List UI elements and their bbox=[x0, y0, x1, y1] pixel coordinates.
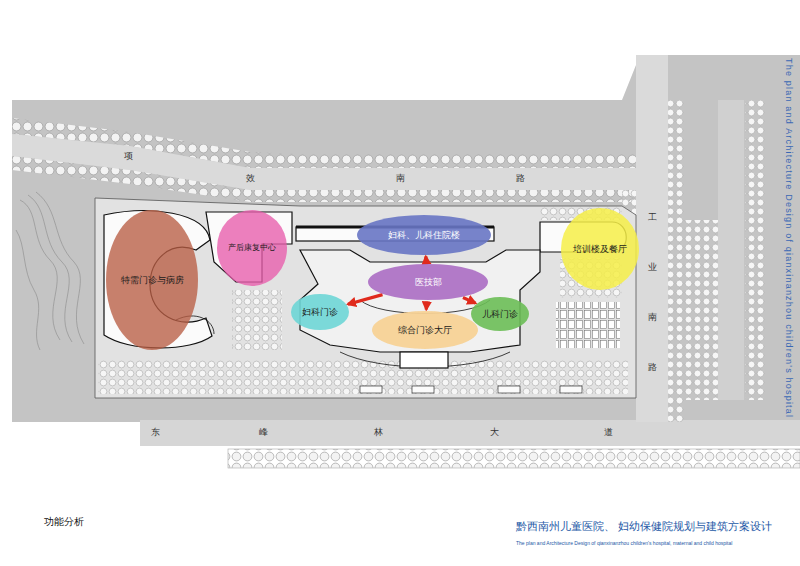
flow-arrow bbox=[463, 298, 476, 304]
road-name: 峰 bbox=[259, 428, 268, 438]
road-name: 东 bbox=[151, 428, 160, 438]
flow-arrow bbox=[425, 301, 429, 309]
function-zone: 特需门诊与病房 bbox=[106, 210, 198, 350]
road-name: 工 bbox=[648, 213, 657, 223]
function-zone: 儿科门诊 bbox=[471, 297, 529, 331]
flow-arrow bbox=[348, 295, 383, 305]
zone-label: 妇科、儿科住院楼 bbox=[388, 230, 460, 240]
zone-label: 培训楼及餐厅 bbox=[573, 244, 627, 254]
road-name: 路 bbox=[516, 174, 525, 184]
road-name: 大 bbox=[490, 428, 499, 438]
east-road bbox=[622, 55, 765, 422]
function-zone: 医技部 bbox=[368, 264, 488, 300]
zone-label: 医技部 bbox=[415, 277, 442, 287]
zone-label: 产后康复中心 bbox=[228, 243, 276, 252]
function-zone: 妇科、儿科住院楼 bbox=[357, 215, 491, 255]
sheet-title: 黔西南州儿童医院、 妇幼保健院规划与建筑方案设计 bbox=[516, 521, 773, 533]
function-zone: 综合门诊大厅 bbox=[372, 311, 478, 349]
flow-arrow bbox=[424, 256, 428, 262]
road-name: 业 bbox=[648, 263, 657, 273]
buildings bbox=[104, 211, 626, 393]
hill-contours bbox=[16, 192, 84, 350]
sheet-name: 功能分析 bbox=[44, 516, 84, 527]
function-zone: 产后康复中心 bbox=[217, 210, 287, 286]
road-name: 项 bbox=[124, 152, 133, 162]
road-name: 效 bbox=[246, 174, 255, 184]
function-zone: 妇科门诊 bbox=[291, 294, 349, 330]
function-zone: 培训楼及餐厅 bbox=[561, 208, 639, 290]
zone-label: 儿科门诊 bbox=[482, 309, 518, 319]
zone-label: 综合门诊大厅 bbox=[398, 325, 452, 335]
top-road bbox=[12, 118, 640, 202]
site-area bbox=[95, 198, 636, 398]
ground bbox=[12, 55, 800, 468]
road-name: 南 bbox=[396, 174, 405, 184]
road-name: 路 bbox=[648, 363, 657, 373]
zone-label: 妇科门诊 bbox=[302, 307, 338, 317]
sheet-caption: The plan and Architecture Design of qian… bbox=[516, 541, 732, 547]
road-name: 道 bbox=[604, 428, 613, 438]
road-name: 南 bbox=[648, 313, 657, 323]
vertical-project-name: The plan and Architecture Design of qian… bbox=[783, 58, 793, 418]
road-name: 林 bbox=[374, 428, 383, 438]
zone-label: 特需门诊与病房 bbox=[121, 275, 184, 285]
